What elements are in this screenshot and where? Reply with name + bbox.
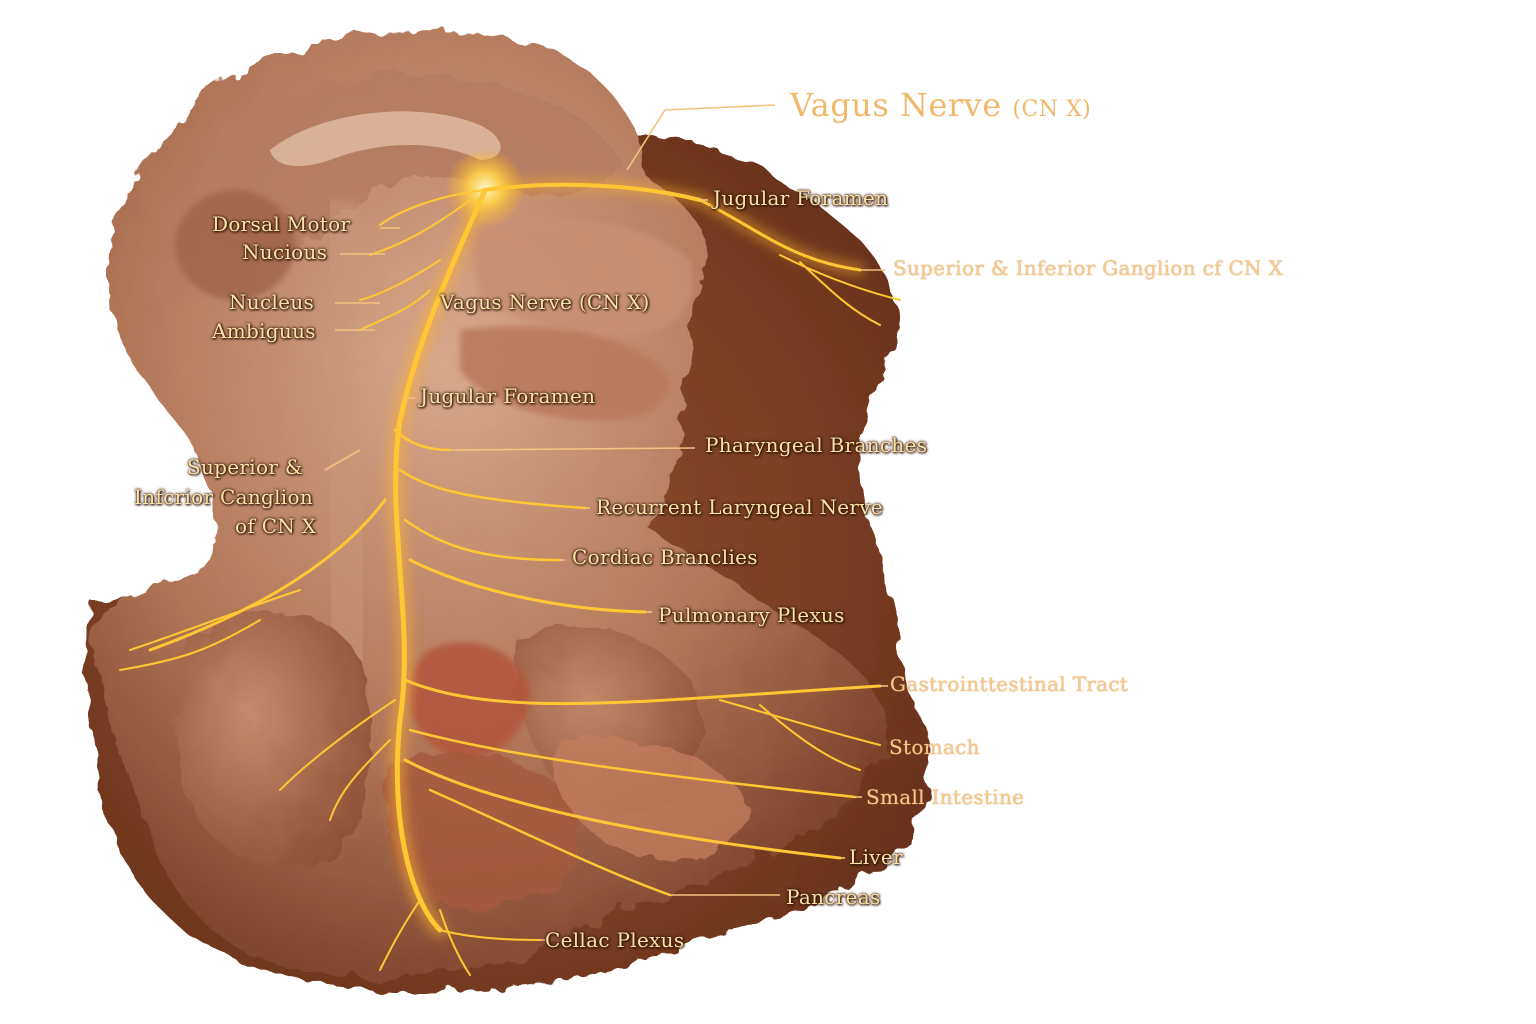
label-small-intestine: Small Intestine: [866, 785, 1025, 809]
diagram-title: Vagus Nerve (CN X): [790, 86, 1091, 124]
label-nucleus-ambiguus-line2: Ambiguus: [212, 319, 316, 343]
label-celiac-plexus: Cellac Plexus: [545, 928, 685, 952]
label-nucleus-ambiguus-line1: Nucleus: [229, 290, 315, 314]
label-superior-inferior-ganglion-right: Superior & Inferior Ganglion cf CN X: [893, 256, 1284, 280]
stomach-organ: [555, 737, 746, 860]
label-pulmonary-plexus: Pulmonary Plexus: [658, 603, 845, 627]
vagus-nerve-trunk: [119, 182, 901, 976]
brain: [200, 74, 620, 260]
cerebellum: [175, 190, 295, 300]
label-dorsal-motor-line2: Nucious: [242, 240, 328, 264]
label-dorsal-motor-line1: Dorsal Motor: [212, 212, 351, 236]
label-liver: Liver: [849, 845, 903, 869]
label-stomach: Stomach: [889, 735, 980, 759]
label-gastrointestinal-tract: Gastrointtestinal Tract: [890, 672, 1129, 696]
label-ganglion-left-line3: of CN X: [235, 514, 317, 538]
label-jugular-foramen-inner: Jugular Foramen: [420, 384, 596, 408]
label-pancreas: Pancreas: [786, 885, 881, 909]
label-cardiac-branches: Cordiac Branclies: [572, 545, 758, 569]
label-jugular-foramen-top: Jugular Foramen: [713, 186, 889, 210]
label-recurrent-laryngeal-nerve: Recurrent Laryngeal Nerve: [596, 495, 884, 519]
label-vagus-nerve-inner: Vagus Nerve (CN X): [440, 290, 650, 314]
nasal-cavity: [470, 218, 693, 336]
left-lung: [173, 612, 371, 867]
heart: [409, 642, 530, 760]
title-sub: (CN X): [1012, 97, 1092, 122]
oral-cavity: [460, 326, 670, 420]
corpus-callosum: [270, 111, 501, 166]
leader-lines: [324, 104, 888, 941]
label-ganglion-left-line2: Infcrior Canglion: [134, 485, 314, 509]
label-ganglion-left-line1: Superior &: [187, 455, 303, 479]
title-main: Vagus Nerve: [790, 86, 1002, 124]
label-pharyngeal-branches: Pharyngeal Branches: [705, 433, 928, 457]
